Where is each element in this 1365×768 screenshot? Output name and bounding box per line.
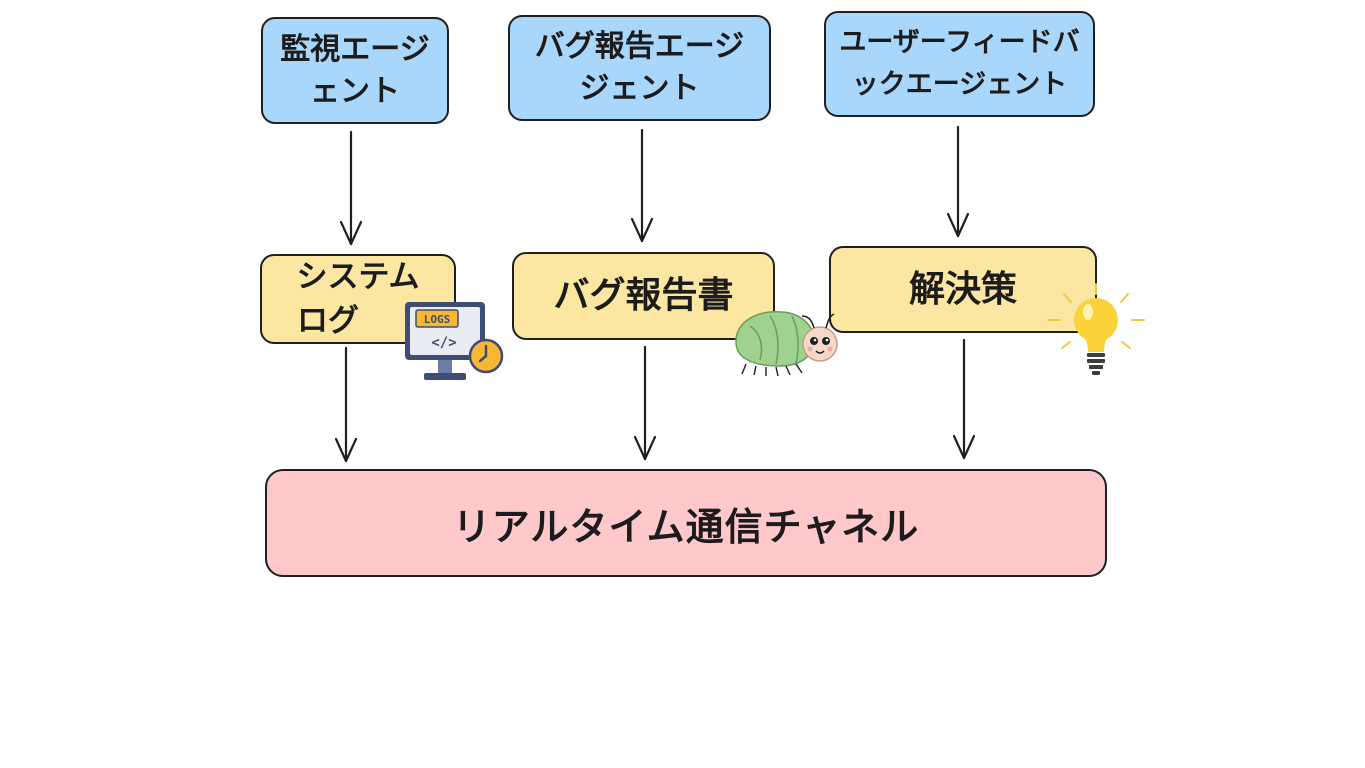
bug-report-agent-label-line1: バグ報告エージ bbox=[534, 29, 745, 64]
monitoring-agent-label-line1: 監視エージ bbox=[280, 31, 430, 67]
bug-icon bbox=[735, 311, 838, 377]
solution-box: 解決策 bbox=[829, 246, 1097, 333]
system-log-label-line2: ログ bbox=[296, 303, 359, 339]
user-feedback-agent-label-line1: ユーザーフィードバ bbox=[839, 27, 1080, 58]
realtime-channel-label: リアルタイム通信チャネル bbox=[452, 504, 920, 549]
user-feedback-agent-box: ユーザーフィードバ ックエージェント bbox=[824, 11, 1095, 117]
bug-report-box: バグ報告書 bbox=[512, 252, 775, 340]
system-log-label-line1: システム bbox=[296, 259, 420, 295]
user-feedback-agent-label-line2: ックエージェント bbox=[851, 69, 1068, 100]
logs-icon-code: </> bbox=[431, 335, 456, 351]
logs-icon-text: LOGS bbox=[424, 313, 451, 326]
monitoring-agent-label-line2: ェント bbox=[310, 73, 400, 109]
solution-label: 解決策 bbox=[908, 268, 1017, 310]
bug-report-label: バグ報告書 bbox=[553, 275, 734, 316]
bug-report-agent-box: バグ報告エージ ジェント bbox=[508, 15, 771, 121]
lightbulb-icon bbox=[1047, 283, 1145, 375]
realtime-channel-box: リアルタイム通信チャネル bbox=[265, 469, 1107, 577]
logs-monitor-icon: LOGS </> bbox=[405, 302, 504, 380]
bug-report-agent-label-line2: ジェント bbox=[579, 71, 700, 106]
monitoring-agent-box: 監視エージ ェント bbox=[261, 17, 449, 124]
